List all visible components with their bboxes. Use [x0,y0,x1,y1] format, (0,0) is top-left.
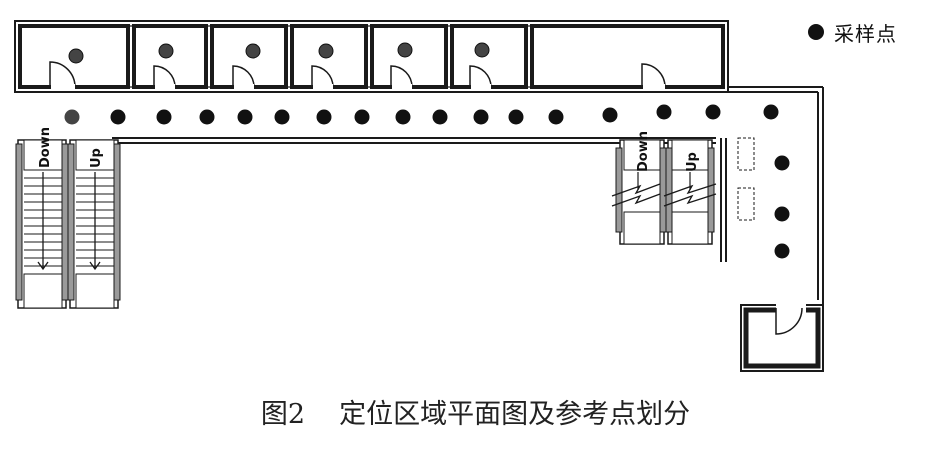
sampling-point [274,109,290,125]
figure-caption: 图2 定位区域平面图及参考点划分 [0,392,951,431]
right-escalator-up-label: Up [685,152,700,172]
sampling-point [245,43,261,59]
sampling-point-dot-icon [808,24,824,40]
bottom-right-room [740,302,824,372]
corridor-sampling-points [64,104,790,259]
sampling-point [237,109,253,125]
sampling-point [64,109,80,125]
sampling-point [774,206,790,222]
sampling-point [68,48,84,64]
room-5 [370,24,448,89]
door-openings [51,84,665,90]
sampling-point [508,109,524,125]
sampling-point [774,155,790,171]
sampling-point [763,104,779,120]
left-escalator-up-label: Up [89,148,104,168]
sampling-point [110,109,126,125]
sampling-point [156,109,172,125]
sampling-point [158,43,174,59]
figure-title: 定位区域平面图及参考点划分 [339,399,691,430]
sampling-point [473,109,489,125]
sampling-point [705,104,721,120]
sampling-point [318,43,334,59]
sampling-point [474,42,490,58]
left-escalator-down-label: Down [38,127,53,168]
sampling-point [432,109,448,125]
arrow-down-icon [37,172,101,271]
sampling-point [316,109,332,125]
legend-label: 采样点 [834,21,897,46]
sampling-point [199,109,215,125]
figure-number: 图2 [260,399,306,430]
top-rooms [18,24,725,89]
left-escalators: Down Up [15,127,121,309]
sampling-point [656,104,672,120]
legend: 采样点 [808,18,897,46]
room-doors [49,61,666,88]
sampling-point [395,109,411,125]
sampling-point [397,42,413,58]
right-escalators: Down Up [611,131,717,245]
sampling-point [774,243,790,259]
room-7 [530,24,725,89]
dashed-benches [737,137,755,221]
sampling-point [548,109,564,125]
right-escalator-down-label: Down [636,131,651,172]
room-sampling-points [68,42,490,64]
sampling-point [602,107,618,123]
sampling-point [354,109,370,125]
